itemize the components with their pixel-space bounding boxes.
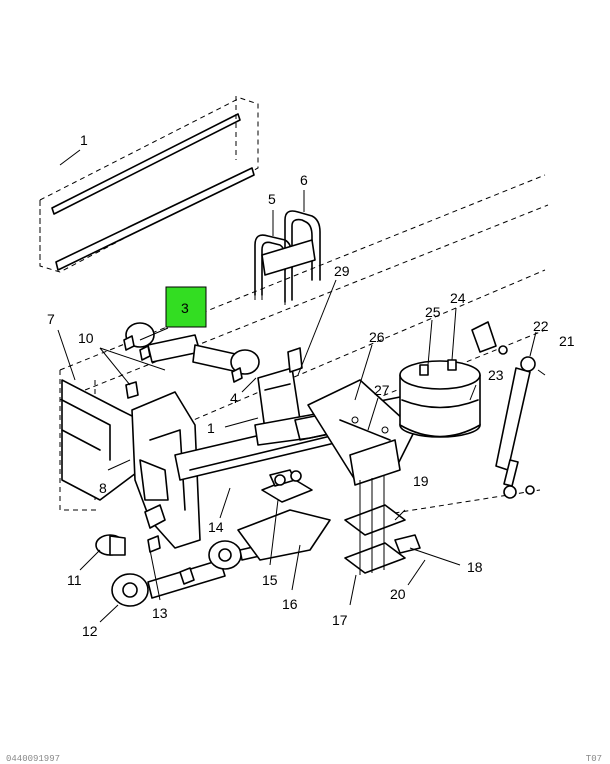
callout-19: 19 [413,473,429,489]
callout-7: 7 [47,311,55,327]
callout-23: 23 [488,367,504,383]
callout-1b: 1 [207,420,215,436]
callout-29: 29 [334,263,350,279]
callout-22: 22 [533,318,549,334]
callout-25: 25 [425,304,441,320]
axle-seat [307,379,416,486]
callout-18: 18 [467,559,483,575]
callout-11: 11 [67,572,82,588]
shim-plates [344,475,421,575]
torque-rod-upper [123,322,260,399]
callout-labels: 1 1 3 4 5 6 7 8 10 11 12 13 14 15 16 17 … [47,132,575,639]
footer-left: 0440091997 [6,754,61,764]
callout-16: 16 [282,596,298,612]
lower-torque-rod [95,469,331,607]
callout-5: 5 [268,191,276,207]
callout-3: 3 [181,300,189,316]
footer: 0440091997 T07 [0,751,610,764]
callout-8: 8 [99,480,107,496]
callout-14: 14 [208,519,224,535]
frame-rail-top [39,96,259,273]
saddle-bracket [257,347,303,431]
callout-12: 12 [82,623,98,639]
callout-6: 6 [300,172,308,188]
callout-17: 17 [332,612,348,628]
air-spring [399,359,481,438]
spring-hanger-bracket [61,379,201,549]
callout-21: 21 [559,333,575,349]
callout-26: 26 [369,329,385,345]
shock-absorber [471,321,536,499]
footer-right: T07 [585,754,602,764]
u-bolts [254,210,321,305]
callout-20: 20 [390,586,406,602]
callout-15: 15 [262,572,278,588]
callout-13: 13 [152,605,168,621]
callout-24: 24 [450,290,466,306]
leader-lines [57,149,546,623]
callout-1a: 1 [80,132,88,148]
callout-27: 27 [374,382,390,398]
callout-10: 10 [78,330,94,346]
callout-4: 4 [230,390,238,406]
highlight-box [165,286,207,328]
